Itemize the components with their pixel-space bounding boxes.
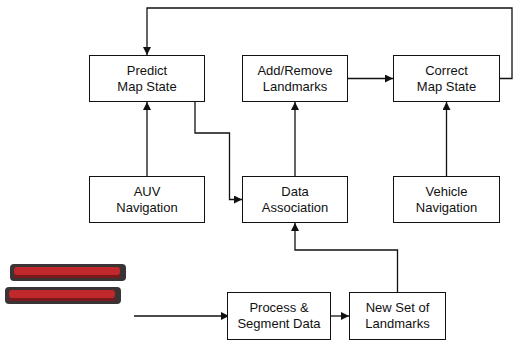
box-label: AUV Navigation xyxy=(107,184,187,216)
flow-arrow xyxy=(331,315,349,316)
process-box: New Set of Landmarks xyxy=(349,292,446,340)
flow-arrow xyxy=(348,78,393,79)
sonar-bar xyxy=(5,287,121,304)
flow-arrow xyxy=(295,223,398,292)
process-box: Data Association xyxy=(242,176,348,223)
box-label: Predict Map State xyxy=(115,63,179,95)
box-content: Correct Map State xyxy=(415,63,479,95)
process-box: Predict Map State xyxy=(89,55,205,102)
sonar-bar xyxy=(10,264,126,281)
box-content: New Set of Landmarks xyxy=(362,300,434,332)
process-box: Correct Map State xyxy=(393,55,500,102)
flow-arrow xyxy=(146,102,147,176)
box-label: Add/Remove Landmarks xyxy=(255,63,335,95)
box-label: Correct Map State xyxy=(415,63,479,95)
box-content: AUV Navigation xyxy=(107,184,187,216)
box-content: Vehicle Navigation xyxy=(407,184,487,216)
box-content: Process & Segment Data xyxy=(234,300,324,332)
process-box: Vehicle Navigation xyxy=(393,176,500,223)
box-content: Predict Map State xyxy=(115,63,179,95)
box-content: Data Association xyxy=(255,184,335,216)
box-label: New Set of Landmarks xyxy=(362,300,434,332)
process-box: Process & Segment Data xyxy=(227,292,331,340)
box-content: Add/Remove Landmarks xyxy=(255,63,335,95)
sensor-arrow xyxy=(134,315,229,316)
process-box: Add/Remove Landmarks xyxy=(242,55,348,102)
process-box: AUV Navigation xyxy=(89,176,205,223)
box-label: Vehicle Navigation xyxy=(407,184,487,216)
flow-arrow xyxy=(294,102,295,176)
box-label: Process & Segment Data xyxy=(234,300,324,332)
box-label: Data Association xyxy=(255,184,335,216)
flow-arrow xyxy=(446,102,447,176)
